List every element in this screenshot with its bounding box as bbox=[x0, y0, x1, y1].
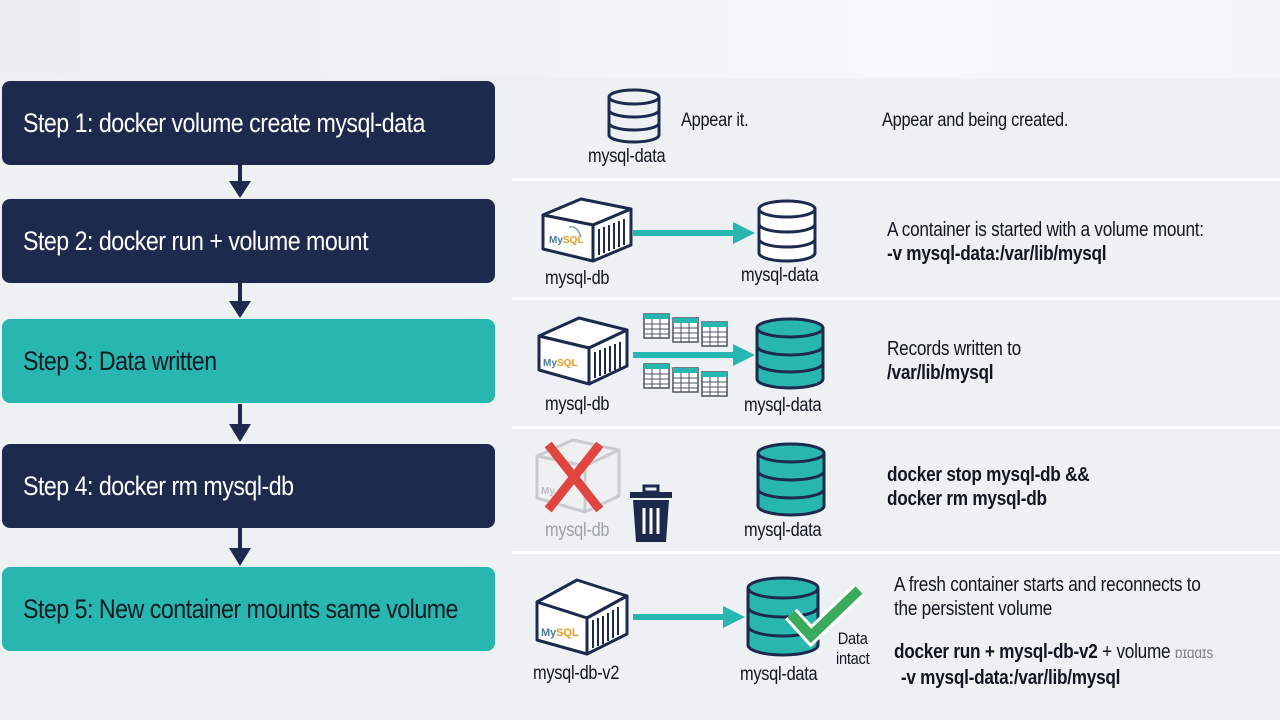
data-table-icon bbox=[643, 313, 670, 339]
mysql-container-icon: My SQL bbox=[541, 197, 633, 263]
mysql-container-icon: My SQL bbox=[537, 316, 629, 386]
deleted-container-icon: My bbox=[535, 438, 621, 514]
row5-cmd-garbled: ɒɪɑɑɪs bbox=[1174, 645, 1213, 662]
down-arrow-icon bbox=[229, 165, 251, 198]
row2-mount-flag: -v mysql-data:/var/lib/mysql bbox=[887, 243, 1107, 265]
badge-line1: Data bbox=[837, 629, 868, 648]
down-arrow-icon bbox=[229, 404, 251, 442]
step-1-label: Step 1: docker volume create mysql-data bbox=[23, 107, 425, 138]
database-filled-icon bbox=[746, 576, 820, 657]
row3-container-label: mysql-db bbox=[545, 394, 610, 415]
row5-container-label: mysql-db-v2 bbox=[533, 663, 620, 684]
step-5-label: Step 5: New container mounts same volume bbox=[23, 593, 458, 624]
down-arrow-icon bbox=[229, 528, 251, 566]
data-tables-group bbox=[643, 313, 728, 397]
step-3-box: Step 3: Data written bbox=[2, 319, 495, 403]
row3-path: /var/lib/mysql bbox=[887, 362, 994, 384]
data-table-icon bbox=[672, 367, 699, 393]
trash-icon bbox=[630, 484, 672, 542]
database-filled-icon bbox=[756, 442, 826, 517]
svg-text:SQL: SQL bbox=[556, 627, 579, 639]
row5-desc-line1: A fresh container starts and reconnects … bbox=[894, 574, 1201, 596]
row4-cmd-line1: docker stop mysql-db && bbox=[887, 464, 1090, 486]
arrow-right-icon bbox=[633, 344, 755, 366]
step-1-box: Step 1: docker volume create mysql-data bbox=[2, 81, 495, 165]
row4-description: docker stop mysql-db && docker rm mysql-… bbox=[887, 463, 1090, 511]
row-divider bbox=[512, 178, 1280, 181]
row4-container-label: mysql-db bbox=[545, 520, 610, 541]
row5-command: docker run + mysql-db-v2 + volume ɒɪɑɑɪs… bbox=[894, 640, 1213, 690]
row5-cmd-bold: docker run + mysql-db-v2 bbox=[894, 641, 1098, 663]
data-table-icon bbox=[701, 371, 728, 397]
row1-volume-label: mysql-data bbox=[588, 146, 666, 167]
data-table-icon bbox=[643, 363, 670, 389]
row2-volume-label: mysql-data bbox=[741, 265, 819, 286]
arrow-right-icon bbox=[633, 606, 745, 628]
header-faded-area bbox=[0, 0, 1280, 78]
database-filled-icon bbox=[755, 317, 825, 390]
check-icon bbox=[785, 584, 865, 648]
row-divider bbox=[512, 426, 1280, 429]
step-4-label: Step 4: docker rm mysql-db bbox=[23, 470, 294, 501]
svg-text:My: My bbox=[541, 486, 555, 497]
down-arrow-icon bbox=[229, 283, 251, 318]
row5-cmd-rest: + volume bbox=[1097, 641, 1171, 663]
row-divider bbox=[512, 297, 1280, 300]
arrow-right-icon bbox=[633, 222, 755, 244]
mysql-logo-my: My bbox=[549, 235, 563, 246]
row3-desc-line1: Records written to bbox=[887, 338, 1021, 360]
row4-volume-label: mysql-data bbox=[744, 520, 822, 541]
step-4-box: Step 4: docker rm mysql-db bbox=[2, 444, 495, 528]
row3-description: Records written to /var/lib/mysql bbox=[887, 337, 1021, 385]
row5-desc-line2: the persistent volume bbox=[894, 598, 1053, 620]
step-3-label: Step 3: Data written bbox=[23, 345, 217, 376]
mysql-logo-sql: SQL bbox=[563, 235, 584, 246]
svg-text:My: My bbox=[541, 627, 557, 639]
data-table-icon bbox=[701, 321, 728, 347]
step-2-box: Step 2: docker run + volume mount bbox=[2, 199, 495, 283]
data-table-icon bbox=[672, 317, 699, 343]
row1-note-short: Appear it. bbox=[681, 110, 749, 131]
mysql-container-icon: My SQL bbox=[535, 578, 629, 656]
svg-text:My: My bbox=[543, 358, 557, 369]
badge-line2: intact bbox=[836, 649, 870, 668]
database-outline-icon bbox=[607, 88, 661, 144]
row5-volume-label: mysql-data bbox=[740, 664, 818, 685]
row1-note-long: Appear and being created. bbox=[882, 110, 1069, 131]
step-5-box: Step 5: New container mounts same volume bbox=[2, 567, 495, 651]
row2-description: A container is started with a volume mou… bbox=[887, 218, 1204, 266]
database-outline-icon bbox=[757, 199, 817, 263]
row-divider bbox=[512, 551, 1280, 554]
row2-container-label: mysql-db bbox=[545, 268, 610, 289]
row4-cmd-line2: docker rm mysql-db bbox=[887, 488, 1047, 510]
svg-text:SQL: SQL bbox=[557, 358, 578, 369]
row2-desc-line1: A container is started with a volume mou… bbox=[887, 219, 1204, 241]
row3-volume-label: mysql-data bbox=[744, 395, 822, 416]
step-2-label: Step 2: docker run + volume mount bbox=[23, 225, 369, 256]
row5-description: A fresh container starts and reconnects … bbox=[894, 573, 1201, 621]
data-intact-badge: Data intact bbox=[836, 629, 870, 669]
row5-mount-flag: -v mysql-data:/var/lib/mysql bbox=[900, 667, 1121, 689]
